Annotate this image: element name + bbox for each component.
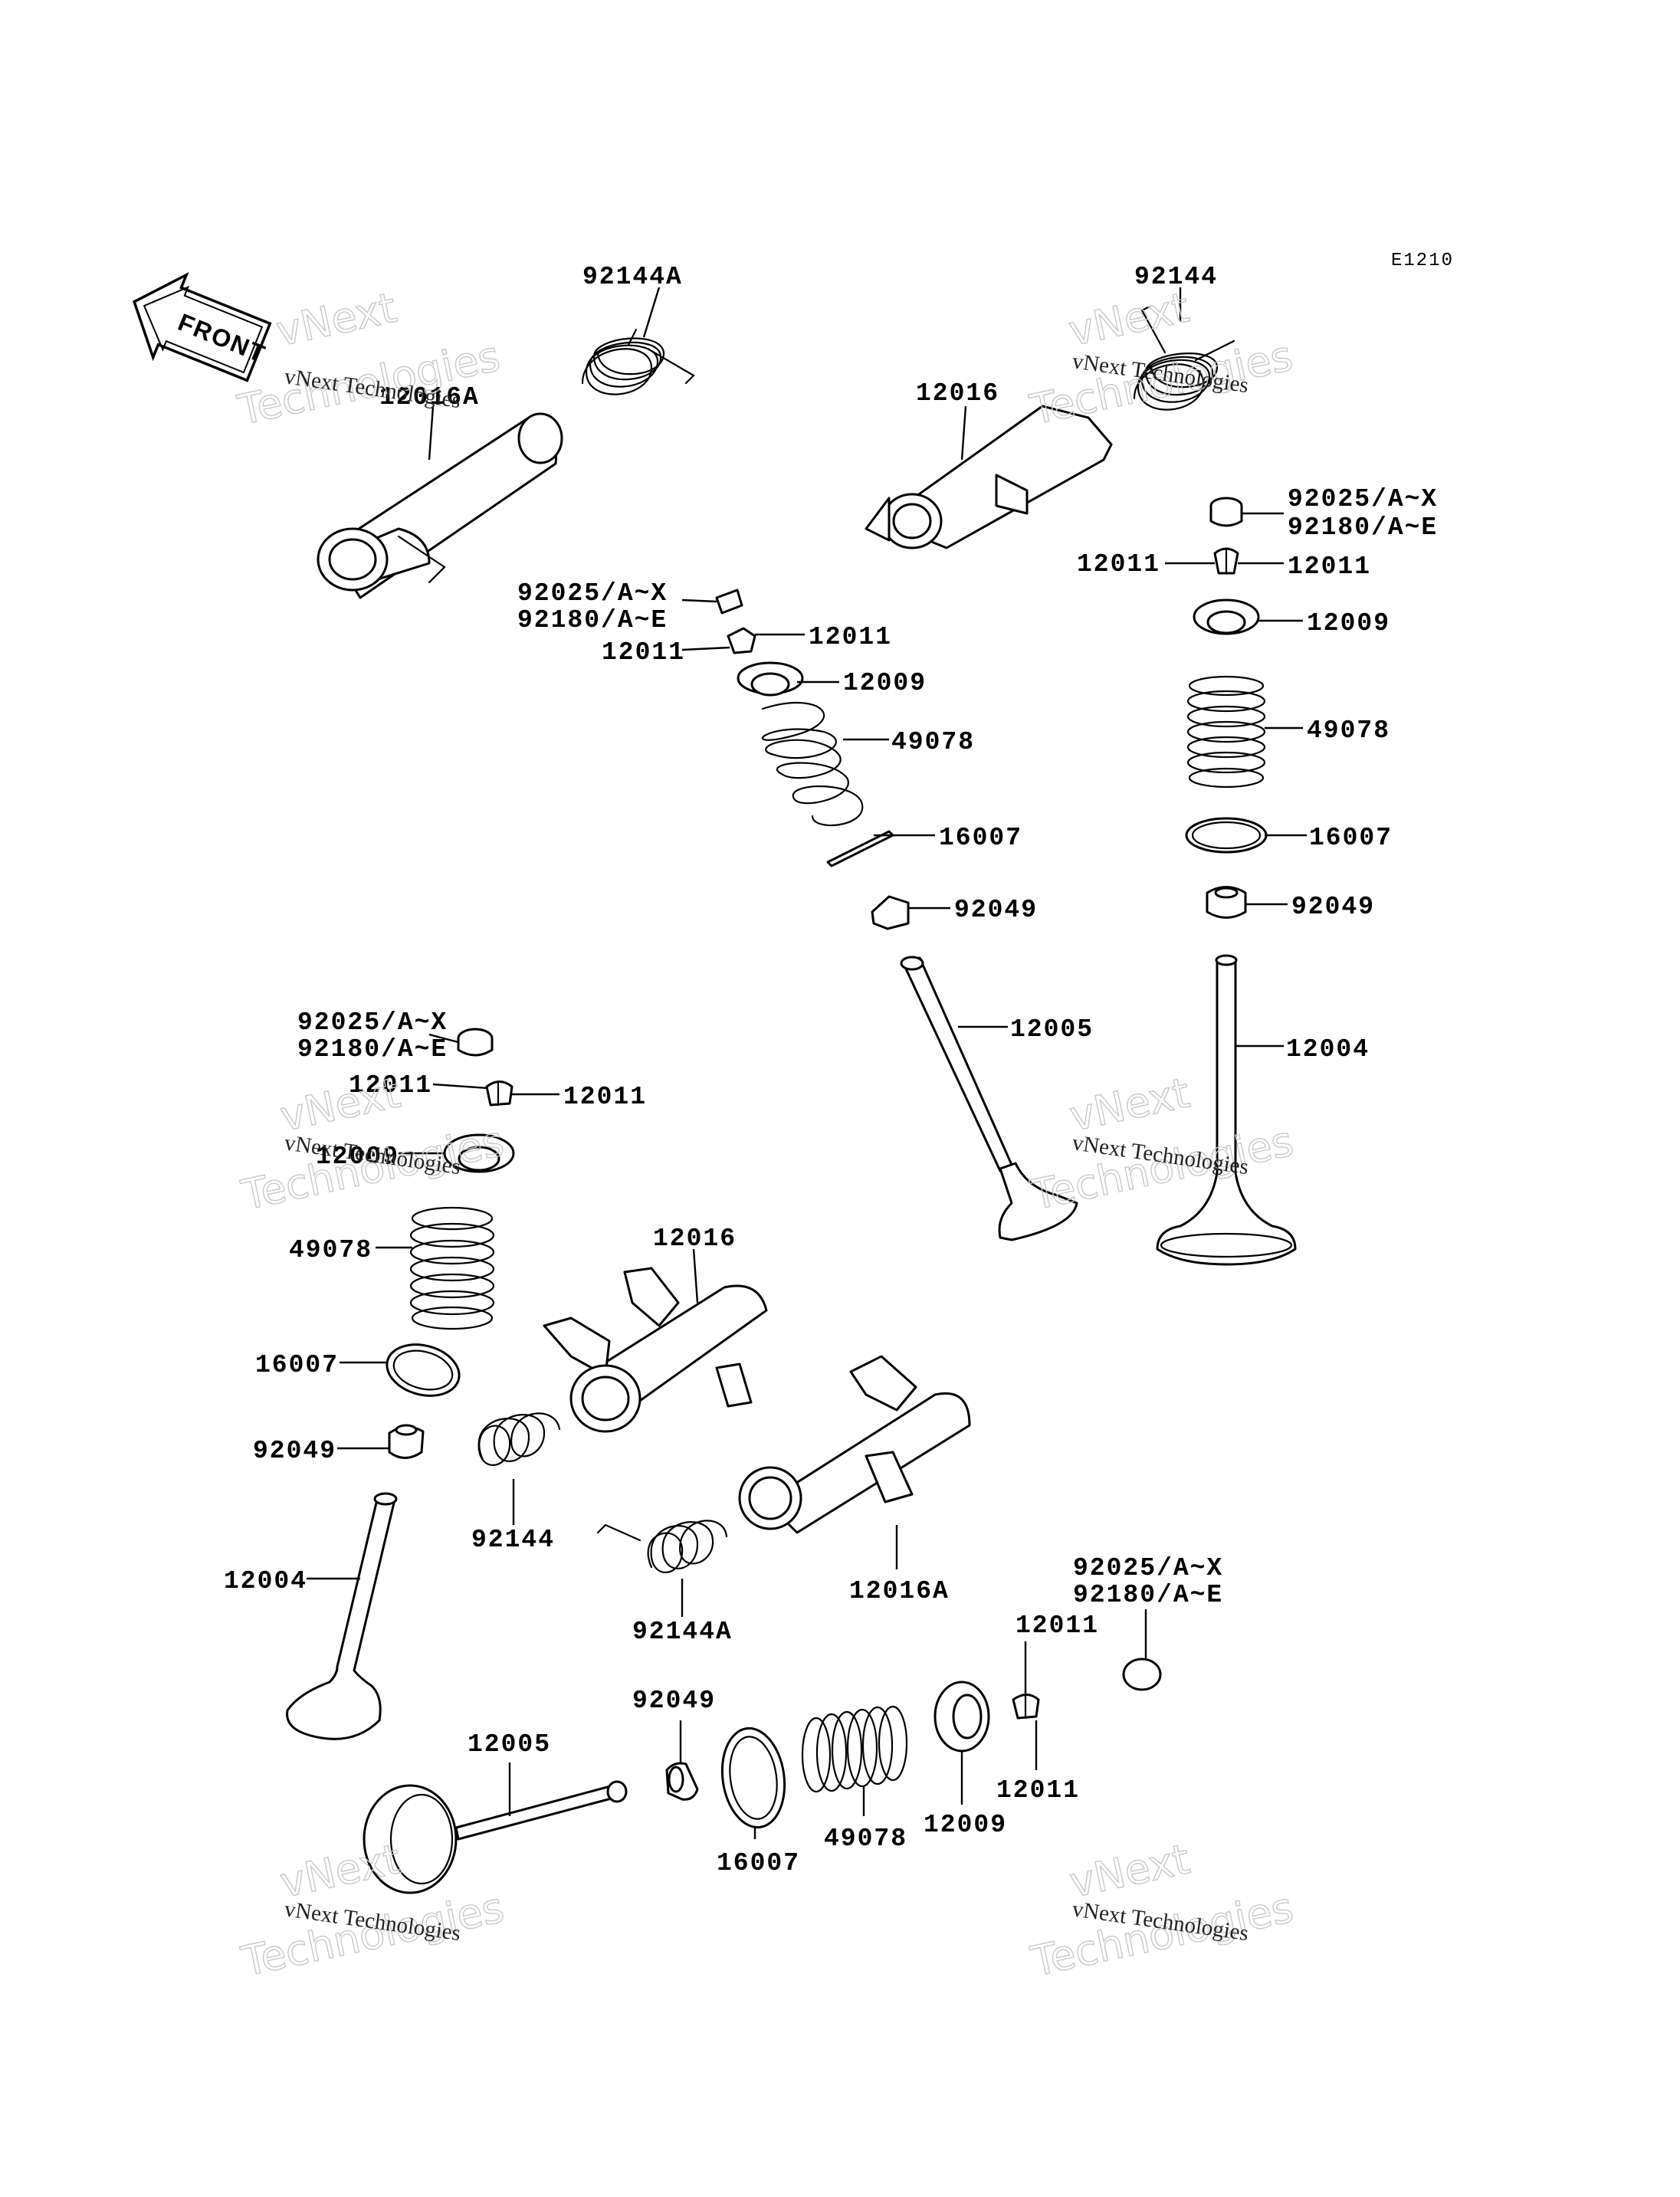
rocker-spring-92144-top <box>1133 305 1235 411</box>
valve-12005-bottom <box>363 1780 628 1894</box>
svg-text:vNext: vNext <box>1065 283 1193 355</box>
svg-text:Technologies: Technologies <box>1027 1884 1298 1986</box>
rocker-arm-12016a-mid <box>738 1355 971 1534</box>
shim-center <box>715 589 743 615</box>
label-l-cotter-l: 12011 <box>349 1071 432 1100</box>
rocker-arm-12016-mid <box>543 1267 768 1433</box>
label-l-spring: 49078 <box>289 1236 372 1264</box>
label-b-retainer: 12009 <box>924 1811 1007 1839</box>
valve-12005-center <box>900 956 1078 1241</box>
label-r-shim-a: 92025/A~X <box>1288 485 1438 513</box>
watermark-4: vNext Technologies <box>1026 1068 1298 1221</box>
label-c-shim-b: 92180/A~E <box>517 606 668 635</box>
label-r-seat: 16007 <box>1309 824 1393 852</box>
label-r-shim-b: 92180/A~E <box>1288 513 1438 542</box>
label-m-rocker-a: 12016A <box>849 1577 950 1605</box>
label-l-retainer: 12009 <box>316 1143 399 1171</box>
front-arrow-icon: FRONT <box>132 272 272 382</box>
label-m-spring: 92144 <box>471 1526 555 1554</box>
svg-text:vNext: vNext <box>1065 1068 1193 1140</box>
label-l-shim-a: 92025/A~X <box>297 1008 448 1037</box>
label-l-seal: 92049 <box>253 1437 336 1465</box>
spring-seat-center <box>826 830 894 867</box>
valve-12004-left <box>286 1492 398 1740</box>
svg-text:Technologies: Technologies <box>1027 1117 1298 1220</box>
oil-seal-center <box>871 895 910 930</box>
label-b-shim-a: 92025/A~X <box>1073 1554 1223 1582</box>
label-c-seal: 92049 <box>954 896 1038 924</box>
valve-spring-right <box>1186 675 1266 789</box>
cotter-right <box>1213 547 1239 575</box>
cotter-center <box>727 627 756 654</box>
valve-spring-center <box>761 702 864 827</box>
label-l-cotter-r: 12011 <box>563 1083 647 1111</box>
label-b-shim-b: 92180/A~E <box>1073 1581 1223 1609</box>
label-12016a-top: 12016A <box>379 383 480 412</box>
label-r-retainer: 12009 <box>1307 609 1390 638</box>
valve-spring-bottom <box>801 1705 908 1793</box>
label-b-cotter-top: 12011 <box>1016 1612 1099 1640</box>
label-b-seal: 92049 <box>632 1687 716 1715</box>
label-c-shim-a: 92025/A~X <box>517 579 668 608</box>
shim-left <box>457 1028 494 1057</box>
label-r-spring: 49078 <box>1307 716 1390 745</box>
oil-seal-left <box>388 1424 425 1459</box>
label-92144a-top: 92144A <box>582 263 683 291</box>
label-c-seat: 16007 <box>939 824 1022 852</box>
spring-seat-right <box>1185 817 1268 854</box>
svg-text:Technologies: Technologies <box>238 1117 508 1220</box>
retainer-left <box>443 1133 515 1173</box>
rocker-spring-92144a-top <box>581 328 695 395</box>
rocker-arm-12016a-top <box>317 412 563 599</box>
label-l-valve: 12004 <box>224 1567 307 1595</box>
label-b-valve: 12005 <box>468 1730 551 1759</box>
label-c-retainer: 12009 <box>843 669 927 697</box>
valve-12004-right <box>1156 954 1297 1266</box>
oil-seal-bottom <box>665 1762 699 1801</box>
valve-spring-left <box>409 1206 495 1330</box>
svg-text:Technologies: Technologies <box>238 1884 508 1986</box>
cotter-bottom <box>1012 1694 1040 1720</box>
watermark-3: vNext Technologies <box>237 1068 509 1221</box>
watermark-5: vNext Technologies <box>237 1835 509 1987</box>
label-b-cotter-bot: 12011 <box>996 1776 1080 1805</box>
label-l-seat: 16007 <box>255 1351 339 1379</box>
label-m-spring-a: 92144A <box>632 1618 733 1646</box>
label-r-cotter-l: 12011 <box>1077 550 1160 579</box>
shim-right <box>1209 497 1243 527</box>
spring-seat-bottom <box>720 1726 786 1829</box>
oil-seal-right <box>1206 886 1247 919</box>
svg-text:vNext: vNext <box>272 284 400 356</box>
label-92144-top: 92144 <box>1134 263 1218 291</box>
label-b-seat: 16007 <box>717 1849 800 1877</box>
watermark-6: vNext Technologies <box>1026 1835 1298 1987</box>
rocker-spring-92144a-mid <box>596 1520 728 1573</box>
svg-text:vNext: vNext <box>1065 1835 1193 1907</box>
svg-text:vNext: vNext <box>276 1068 404 1140</box>
svg-text:vNext: vNext <box>276 1835 404 1907</box>
retainer-bottom <box>934 1681 990 1753</box>
label-12016-top: 12016 <box>916 379 999 408</box>
label-c-valve: 12005 <box>1010 1015 1094 1044</box>
label-r-seal: 92049 <box>1291 893 1375 921</box>
cotter-left <box>485 1080 514 1107</box>
label-r-valve: 12004 <box>1286 1035 1370 1064</box>
spring-seat-left <box>386 1343 461 1397</box>
label-c-cotter-l: 12011 <box>602 638 685 667</box>
shim-bottom <box>1122 1658 1162 1691</box>
retainer-center <box>737 661 804 697</box>
diagram-code: E1210 <box>1391 251 1454 271</box>
label-r-cotter-r: 12011 <box>1288 553 1371 581</box>
label-c-cotter-r: 12011 <box>809 623 892 651</box>
watermark-2: vNext Technologies <box>1025 283 1298 435</box>
retainer-right <box>1193 598 1260 635</box>
label-l-shim-b: 92180/A~E <box>297 1035 448 1064</box>
label-b-spring: 49078 <box>824 1825 907 1853</box>
label-c-spring: 49078 <box>891 728 975 756</box>
label-m-rocker: 12016 <box>653 1225 737 1253</box>
rocker-spring-92144-mid <box>477 1412 561 1466</box>
rocker-arm-12016-top <box>865 405 1113 549</box>
